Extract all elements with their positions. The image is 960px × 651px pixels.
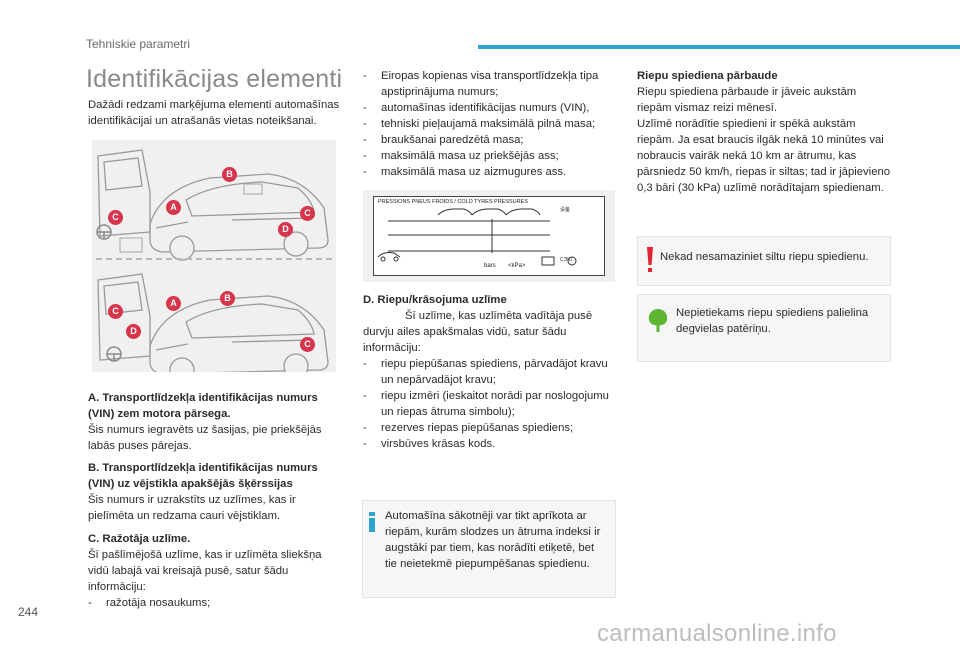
item-d: D. Riepu/krāsojuma uzlīme Šī uzlīme, kas… (363, 292, 621, 452)
tyre-check-p1: Riepu spiediena pārbaude ir jāveic aukst… (637, 86, 857, 115)
eco-callout-text: Nepietiekams riepu spiediens palielina d… (676, 307, 869, 336)
tyre-label-bars: bars (484, 263, 496, 269)
eco-leaf-icon (648, 309, 668, 332)
tyre-label-header: PRESSIONS PNEUS FROIDS / COLD TYRES PRES… (378, 199, 528, 205)
badge-a-top: A (166, 200, 181, 215)
warning-callout: Nekad nesamaziniet siltu riepu spiedienu… (637, 236, 891, 286)
tyre-pressure-label: PRESSIONS PNEUS FROIDS / COLD TYRES PRES… (373, 196, 605, 276)
info-icon (369, 512, 375, 532)
item-c: C. Ražotāja uzlīme. Šī pašlīmējošā uzlīm… (88, 531, 343, 611)
item-d-list-item: riepu izmēri (ieskaitot norādi par noslo… (363, 388, 621, 420)
section-title: Tehniskie parametri (86, 37, 191, 51)
tyre-check-section: Riepu spiediena pārbaude Riepu spiediena… (637, 68, 893, 196)
middle-list-item: Eiropas kopienas visa transportlīdzekļa … (363, 68, 615, 100)
watermark: carmanualsonline.info (597, 620, 837, 647)
middle-list-item: maksimālā masa uz priekšējās ass; (363, 148, 615, 164)
tyre-label-figure: PRESSIONS PNEUS FROIDS / COLD TYRES PRES… (363, 190, 615, 282)
item-d-title: D. Riepu/krāsojuma uzlīme (363, 294, 507, 306)
figure-divider (96, 258, 332, 260)
header-accent-bar (478, 45, 960, 49)
item-a-text: Šis numurs iegravēts uz šasijas, pie pri… (88, 424, 322, 453)
item-a-title: A. Transportlīdzekļa identifikācijas num… (88, 392, 318, 421)
badge-b-top: B (222, 167, 237, 182)
page-title: Identifikācijas elementi (86, 65, 343, 93)
item-a: A. Transportlīdzekļa identifikācijas num… (88, 390, 343, 454)
item-b-title: B. Transportlīdzekļa identifikācijas num… (88, 462, 318, 491)
badge-d-top: D (278, 222, 293, 237)
middle-list-item: automašīnas identifikācijas numurs (VIN)… (363, 100, 615, 116)
eco-callout: Nepietiekams riepu spiediens palielina d… (637, 294, 891, 362)
warning-callout-text: Nekad nesamaziniet siltu riepu spiedienu… (660, 251, 869, 263)
middle-list: Eiropas kopienas visa transportlīdzekļa … (363, 68, 615, 180)
item-b: B. Transportlīdzekļa identifikācijas num… (88, 460, 343, 524)
item-c-text: Šī pašlīmējošā uzlīme, kas ir uzlīmēta s… (88, 549, 322, 594)
badge-c-top-left: C (108, 210, 123, 225)
item-d-list-item: rezerves riepas piepūšanas spiediens; (363, 420, 621, 436)
badge-d-bottom: D (126, 324, 141, 339)
car-location-figure: A B C C D C A B D C (92, 140, 336, 383)
tyre-check-title: Riepu spiediena pārbaude (637, 70, 778, 82)
tyre-label-diagram: 设备 CЭЮ (377, 206, 577, 266)
badge-b-bottom: B (220, 291, 235, 306)
middle-list-item: tehniski pieļaujamā maksimālā pilnā masa… (363, 116, 615, 132)
item-d-text: Šī uzlīme, kas uzlīmēta vadītāja pusē du… (363, 310, 593, 355)
tyre-check-p2: Uzlīmē norādītie spiedieni ir spēkā auks… (637, 118, 891, 195)
info-callout-text: Automašīna sākotnēji var tikt aprīkota a… (385, 510, 601, 571)
item-b-text: Šis numurs ir uzrakstīts uz uzlīmes, kas… (88, 494, 296, 523)
item-d-list-item: virsbūves krāsas kods. (363, 436, 621, 452)
warning-icon (647, 247, 653, 272)
info-callout: Automašīna sākotnēji var tikt aprīkota a… (362, 500, 616, 598)
badge-c-bottom-left: C (108, 304, 123, 319)
badge-c-bottom-right: C (300, 337, 315, 352)
middle-list-item: maksimālā masa uz aizmugures ass. (363, 164, 615, 180)
middle-list-item: braukšanai paredzētā masa; (363, 132, 615, 148)
item-c-list-item: ražotāja nosaukums; (88, 595, 343, 611)
item-c-title: C. Ražotāja uzlīme. (88, 533, 191, 545)
badge-a-bottom: A (166, 296, 181, 311)
page-number: 244 (18, 605, 39, 619)
intro-paragraph: Dažādi redzami marķējuma elementi automa… (88, 99, 340, 128)
svg-text:设备: 设备 (560, 206, 570, 213)
item-d-list-item: riepu piepūšanas spiediens, pārvadājot k… (363, 356, 621, 388)
badge-c-top-right: C (300, 206, 315, 221)
svg-text:CЭЮ: CЭЮ (560, 257, 572, 263)
tyre-label-kpa: <kPa> (508, 263, 526, 269)
